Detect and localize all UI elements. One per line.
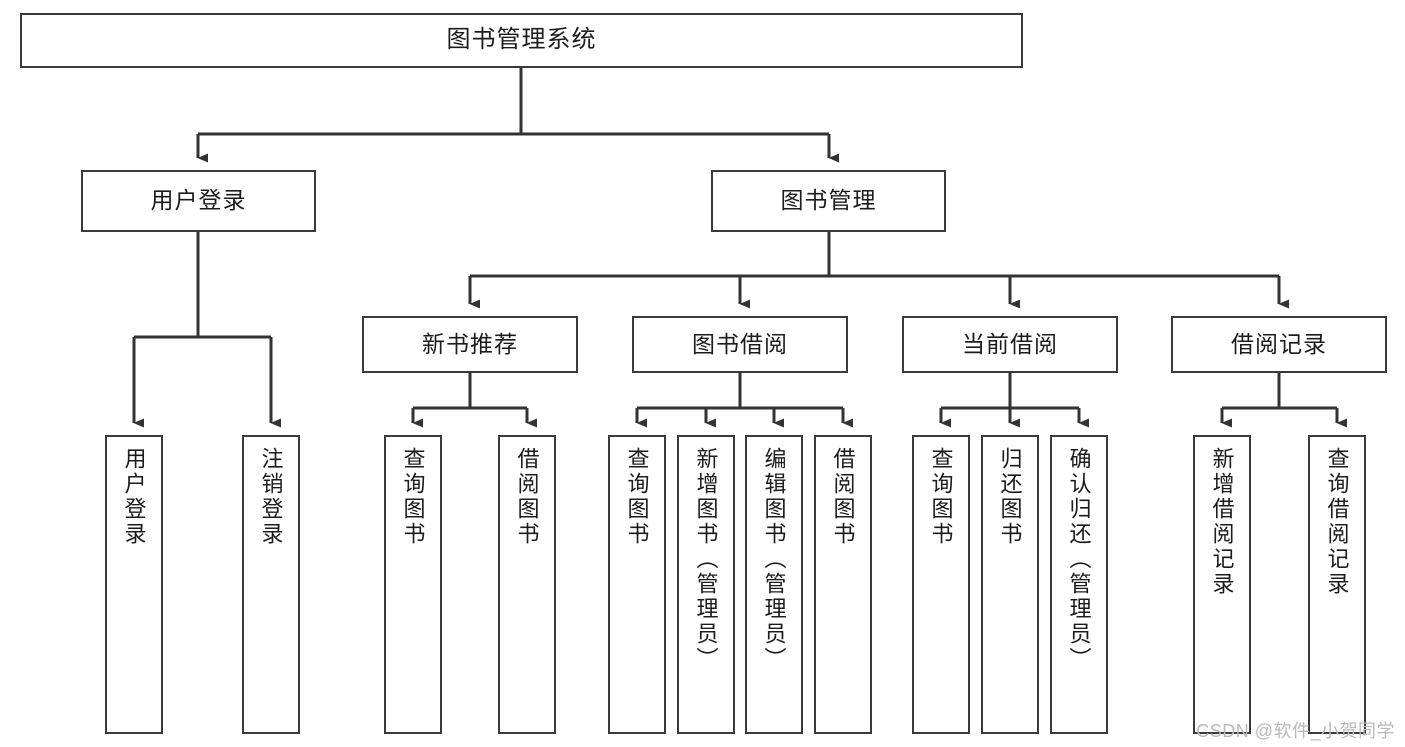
node-book-borrow[interactable]: 图书借阅	[632, 316, 848, 373]
leaf-label: 确认归还（管理员）	[1066, 447, 1092, 672]
leaf-label: 归还图书	[997, 447, 1023, 547]
node-leaf-query-book-1[interactable]: 查询图书	[384, 435, 442, 734]
node-user-login[interactable]: 用户登录	[81, 170, 316, 232]
node-leaf-edit-book[interactable]: 编辑图书（管理员）	[745, 435, 803, 734]
leaf-label: 查询图书	[624, 447, 650, 547]
leaf-label: 用户登录	[121, 447, 147, 547]
node-leaf-return-book[interactable]: 归还图书	[981, 435, 1039, 734]
node-leaf-user-login[interactable]: 用户登录	[105, 435, 163, 734]
node-leaf-add-book[interactable]: 新增图书（管理员）	[677, 435, 735, 734]
node-borrow-record[interactable]: 借阅记录	[1171, 316, 1387, 373]
node-leaf-add-record[interactable]: 新增借阅记录	[1193, 435, 1251, 734]
node-current-borrow[interactable]: 当前借阅	[902, 316, 1118, 373]
node-leaf-borrow-book-2[interactable]: 借阅图书	[814, 435, 872, 734]
leaf-label: 查询图书	[928, 447, 954, 547]
leaf-label: 查询图书	[400, 447, 426, 547]
leaf-label: 编辑图书（管理员）	[761, 447, 787, 672]
csdn-watermark: CSDN @软件_小贺同学	[1196, 721, 1395, 741]
leaf-label: 查询借阅记录	[1324, 447, 1350, 597]
node-leaf-confirm-return[interactable]: 确认归还（管理员）	[1050, 435, 1108, 734]
leaf-label: 借阅图书	[514, 447, 540, 547]
leaf-label: 注销登录	[258, 447, 284, 547]
node-leaf-logout[interactable]: 注销登录	[242, 435, 300, 734]
leaf-label: 借阅图书	[830, 447, 856, 547]
leaf-label: 新增借阅记录	[1209, 447, 1235, 597]
node-leaf-query-record[interactable]: 查询借阅记录	[1308, 435, 1366, 734]
node-leaf-query-book-2[interactable]: 查询图书	[608, 435, 666, 734]
node-leaf-borrow-book-1[interactable]: 借阅图书	[498, 435, 556, 734]
node-book-manage[interactable]: 图书管理	[711, 170, 946, 232]
leaf-label: 新增图书（管理员）	[693, 447, 719, 672]
node-new-book-recommend[interactable]: 新书推荐	[362, 316, 578, 373]
node-root-system[interactable]: 图书管理系统	[20, 13, 1023, 68]
node-leaf-query-book-3[interactable]: 查询图书	[912, 435, 970, 734]
